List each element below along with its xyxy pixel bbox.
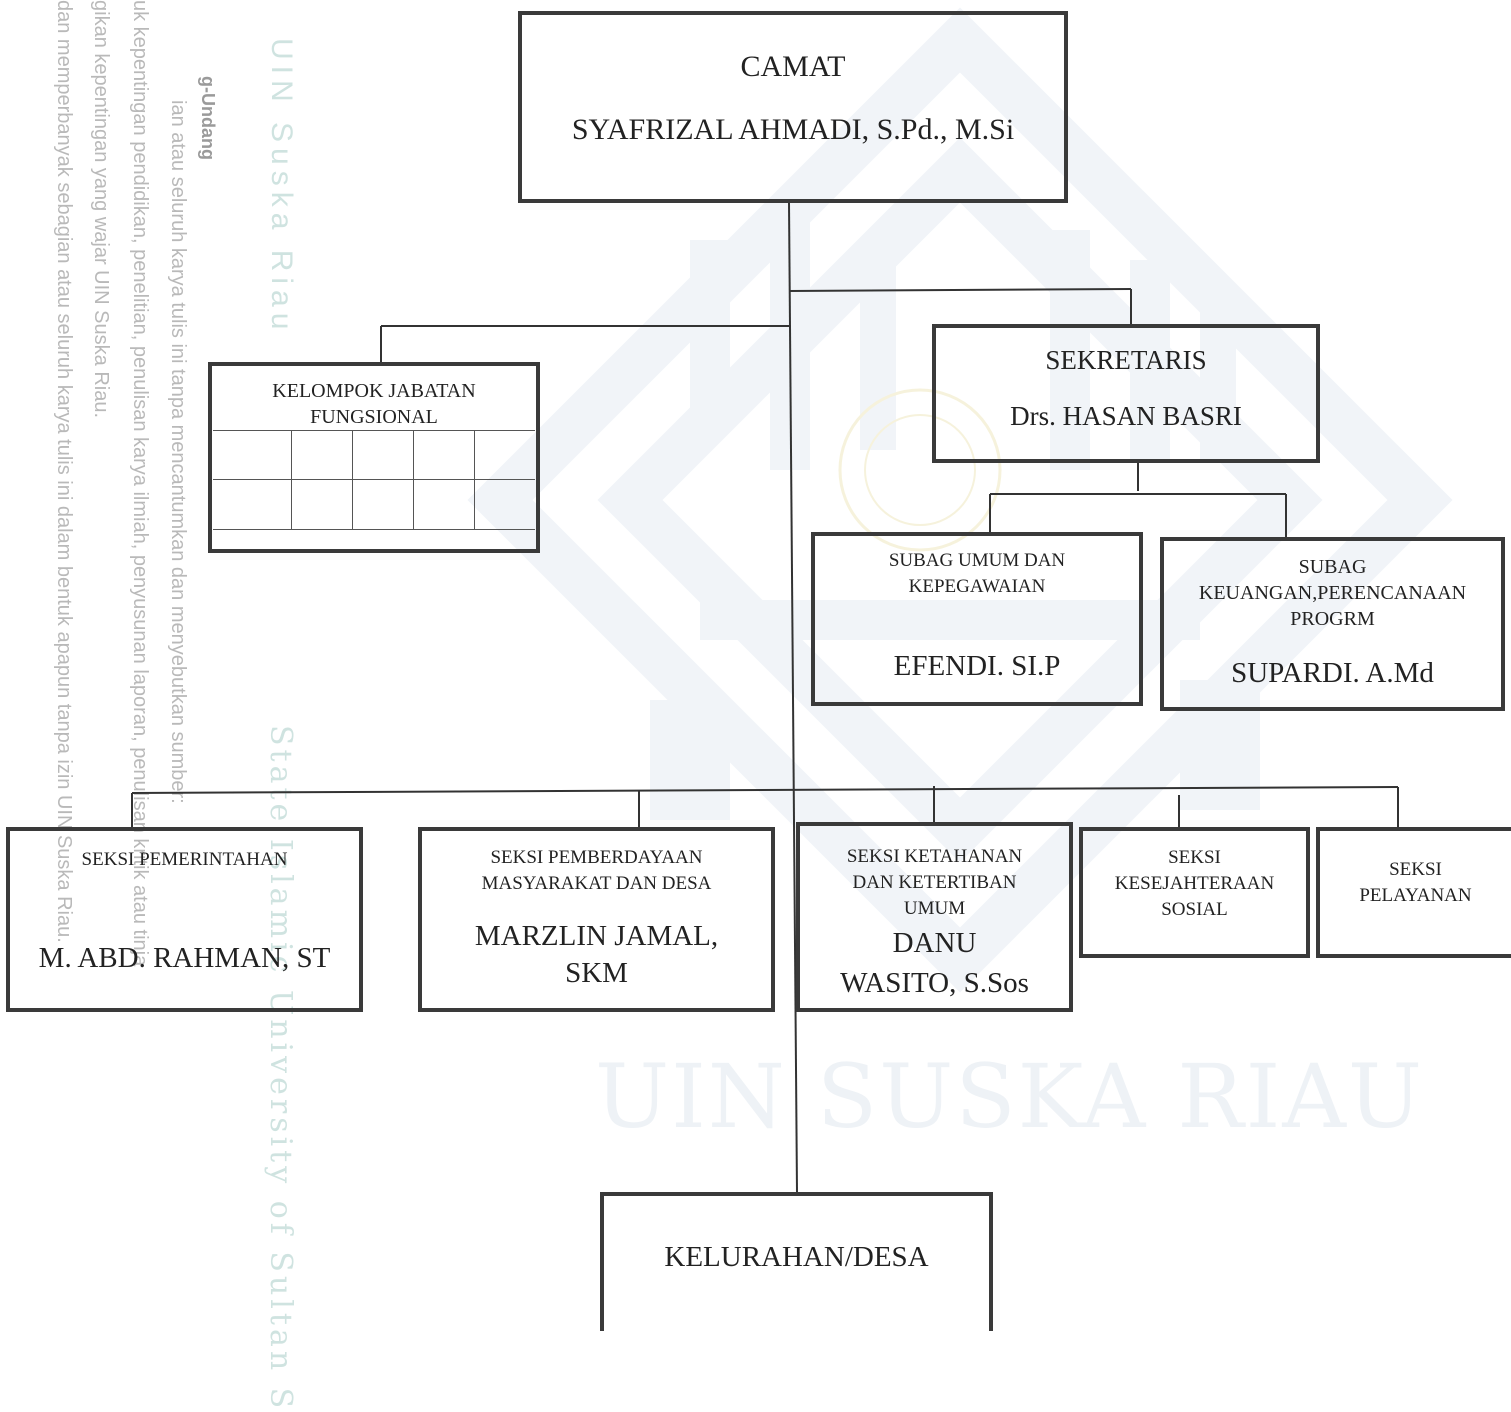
fungsional-grid-cell: [353, 480, 415, 529]
seksi-pemerintahan-title: SEKSI PEMERINTAHAN: [81, 849, 288, 870]
fungsional-title-line2: FUNGSIONAL: [310, 406, 438, 428]
subag-umum-title-line2: KEPEGAWAIAN: [908, 576, 1046, 597]
seksi-kesejahteraan-title-line3: SOSIAL: [1161, 899, 1228, 920]
seksi-ketahanan-title-line3: UMUM: [903, 898, 966, 919]
fungsional-grid-cell: [475, 431, 535, 479]
watermark-center-text: UIN SUSKA RIAU: [595, 1045, 1425, 1148]
watermark-logo: [467, 7, 1453, 993]
seksi-pemberdayaan-name-line2: SKM: [565, 957, 628, 989]
fungsional-grid-cell: [475, 480, 535, 529]
subag-keuangan-box: SUBAG KEUANGAN,PERENCANAAN PROGRM SUPARD…: [1160, 537, 1505, 711]
seksi-pelayanan-title-line2: PELAYANAN: [1359, 885, 1472, 906]
camat-title: CAMAT: [740, 50, 846, 83]
subag-umum-title-line1: SUBAG UMUM DAN: [888, 550, 1066, 571]
seksi-ketahanan-title-line2: DAN KETERTIBAN: [852, 872, 1017, 893]
camat-box: CAMAT SYAFRIZAL AHMADI, S.Pd., M.Si: [518, 11, 1068, 203]
subag-keuangan-title-line1: SUBAG: [1298, 556, 1367, 578]
connector-lines: [131, 202, 1399, 1193]
sekretaris-title: SEKRETARIS: [1045, 345, 1207, 375]
seksi-ketahanan-name-line1: DANU: [892, 927, 977, 959]
camat-name: SYAFRIZAL AHMADI, S.Pd., M.Si: [571, 113, 1015, 146]
seksi-pemberdayaan-title-line1: SEKSI PEMBERDAYAAN: [490, 847, 703, 868]
fungsional-grid-cell: [292, 431, 354, 479]
sekretaris-box: SEKRETARIS Drs. HASAN BASRI: [932, 324, 1320, 463]
seksi-kesejahteraan-title-line2: KESEJAHTERAAN: [1114, 873, 1275, 894]
kelurahan-title: KELURAHAN/DESA: [664, 1241, 929, 1273]
seksi-ketahanan-box: SEKSI KETAHANAN DAN KETERTIBAN UMUM DANU…: [796, 822, 1073, 1012]
seksi-pemerintahan-name: M. ABD. RAHMAN, ST: [38, 942, 331, 974]
fungsional-grid-row: [213, 480, 535, 529]
sekretaris-name: Drs. HASAN BASRI: [1010, 401, 1242, 431]
subag-keuangan-name: SUPARDI. A.Md: [1231, 657, 1434, 689]
seksi-ketahanan-title-line1: SEKSI KETAHANAN: [846, 846, 1023, 867]
seksi-pemberdayaan-box: SEKSI PEMBERDAYAAN MASYARAKAT DAN DESA M…: [418, 827, 775, 1012]
seksi-pelayanan-title-line1: SEKSI: [1389, 859, 1442, 880]
fungsional-grid-cell: [213, 431, 293, 479]
subag-umum-name: EFENDI. SI.P: [893, 650, 1061, 682]
fungsional-grid-cell: [213, 480, 293, 529]
subag-keuangan-title-line2: KEUANGAN,PERENCANAAN: [1198, 582, 1467, 604]
fungsional-grid-row: [213, 431, 535, 480]
subag-keuangan-title-line3: PROGRM: [1290, 608, 1375, 630]
seksi-pemerintahan-box: SEKSI PEMERINTAHAN M. ABD. RAHMAN, ST: [6, 827, 363, 1012]
seksi-kesejahteraan-title-line1: SEKSI: [1168, 847, 1221, 868]
seksi-pemberdayaan-name-line1: MARZLIN JAMAL,: [474, 920, 719, 952]
fungsional-grid-cell: [353, 431, 415, 479]
fungsional-grid-cell: [414, 480, 476, 529]
fungsional-grid: [213, 430, 535, 530]
fungsional-box: KELOMPOK JABATAN FUNGSIONAL: [208, 362, 540, 553]
seksi-pelayanan-box: SEKSI PELAYANAN: [1316, 827, 1511, 958]
seksi-kesejahteraan-box: SEKSI KESEJAHTERAAN SOSIAL: [1079, 827, 1310, 958]
seksi-ketahanan-name-line2: WASITO, S.Sos: [840, 967, 1029, 999]
fungsional-grid-cell: [414, 431, 476, 479]
seksi-pemberdayaan-title-line2: MASYARAKAT DAN DESA: [481, 873, 712, 894]
fungsional-grid-cell: [292, 480, 354, 529]
kelurahan-box: KELURAHAN/DESA: [600, 1192, 993, 1331]
subag-umum-box: SUBAG UMUM DAN KEPEGAWAIAN EFENDI. SI.P: [811, 532, 1143, 706]
fungsional-title-line1: KELOMPOK JABATAN: [272, 380, 476, 402]
